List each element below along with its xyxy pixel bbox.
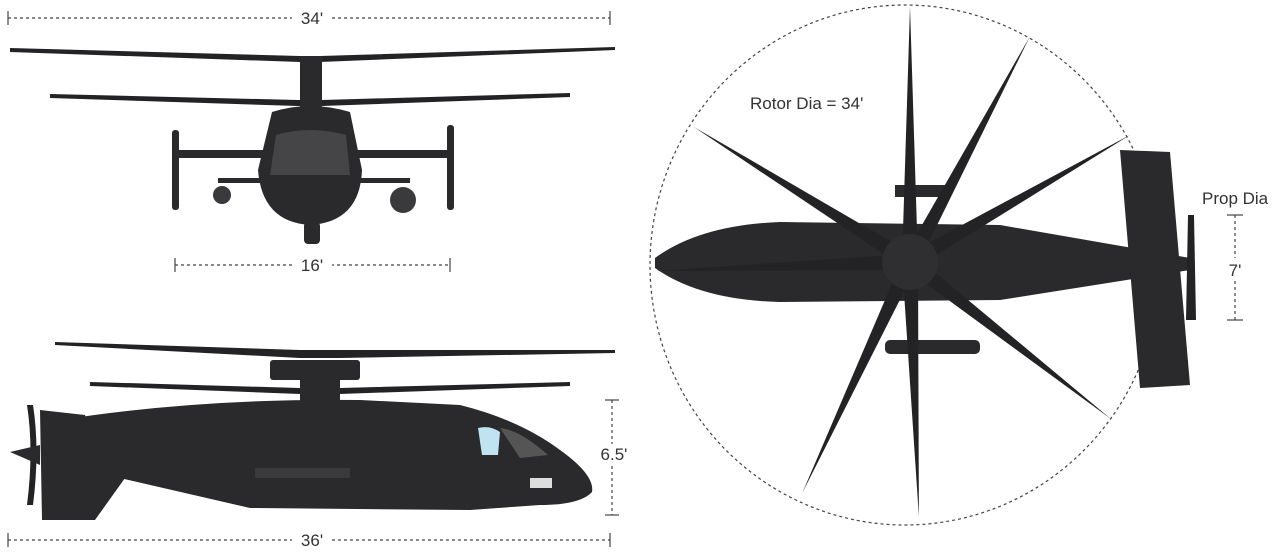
front-rotor-span-label: 34' xyxy=(301,9,323,28)
rotor-diameter-label: Rotor Dia = 34' xyxy=(750,94,863,113)
front-wing-span-label: 16' xyxy=(301,256,323,275)
front-view xyxy=(10,47,615,244)
dimension-36ft: 36' xyxy=(7,530,611,550)
dimension-16ft: 16' xyxy=(174,255,451,275)
dimension-34ft-top: 34' xyxy=(7,8,611,28)
prop-diameter-value: 7' xyxy=(1229,261,1242,280)
prop-diameter-label: Prop Dia xyxy=(1202,189,1269,208)
main-rotor-blades xyxy=(655,7,1131,517)
dimension-6-5ft: 6.5' xyxy=(596,399,632,516)
top-view: Rotor Dia = 34' Prop Dia xyxy=(649,4,1269,526)
side-height-label: 6.5' xyxy=(601,445,628,464)
side-view xyxy=(10,342,615,520)
dimension-7ft: 7' xyxy=(1224,214,1246,321)
side-length-label: 36' xyxy=(301,531,323,550)
